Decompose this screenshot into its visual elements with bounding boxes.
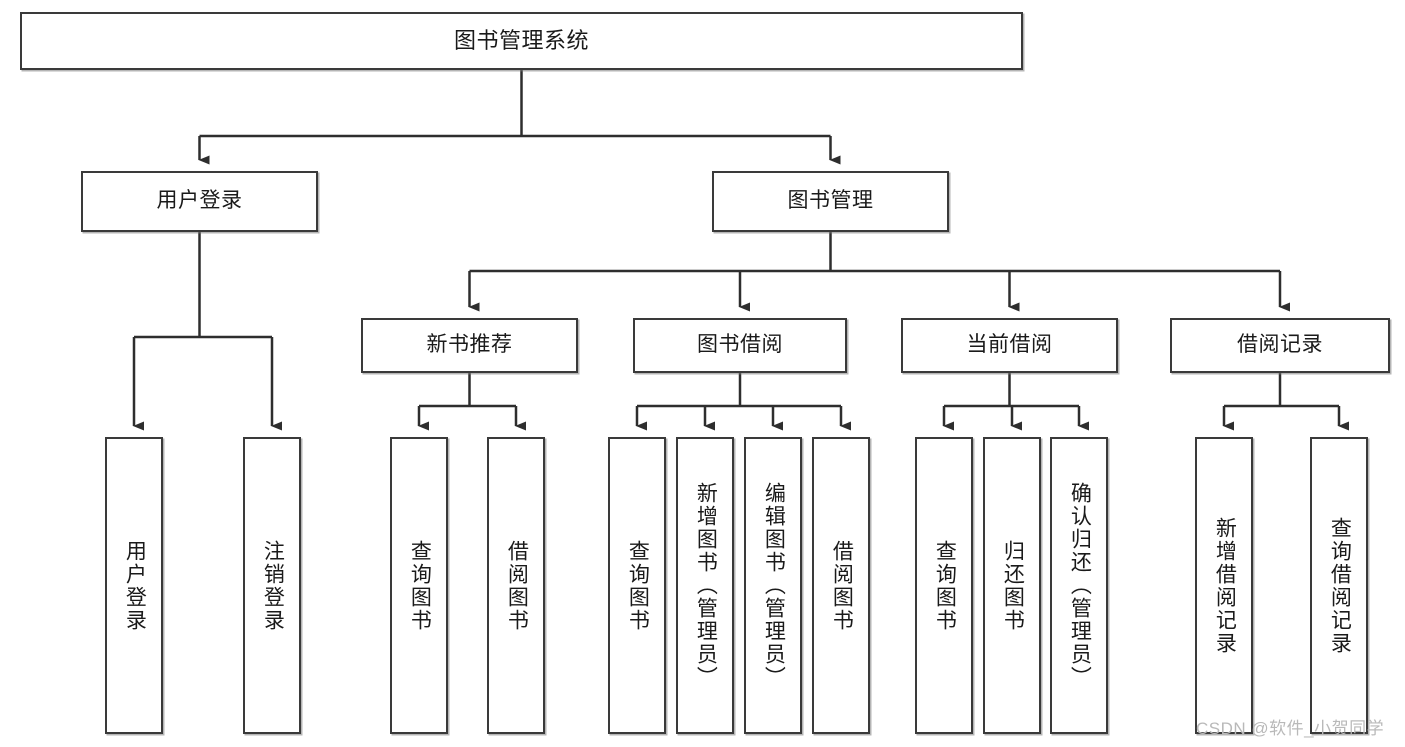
node-label: 借阅图书	[505, 539, 529, 632]
node-label: 用户登录	[156, 189, 243, 213]
node-label: 注销登录	[261, 539, 285, 632]
node-label: 查询图书	[626, 539, 650, 632]
node-book-manage[interactable]: 图书管理	[712, 171, 949, 232]
node-leaf-user-login[interactable]: 用户登录	[105, 437, 163, 734]
node-label: 图书借阅	[697, 333, 783, 357]
node-user-login[interactable]: 用户登录	[81, 171, 318, 232]
node-label: 新书推荐	[426, 333, 513, 357]
node-leaf-add-book[interactable]: 新增图书（管理员）	[676, 437, 734, 734]
node-leaf-logout[interactable]: 注销登录	[243, 437, 301, 734]
node-label: 图书管理系统	[453, 27, 589, 53]
node-label: 借阅图书	[830, 539, 854, 632]
node-book-borrow[interactable]: 图书借阅	[633, 318, 847, 373]
node-label: 编辑图书（管理员）	[762, 482, 786, 689]
node-leaf-query-record[interactable]: 查询借阅记录	[1310, 437, 1368, 734]
node-leaf-confirm-return[interactable]: 确认归还（管理员）	[1050, 437, 1108, 734]
node-label: 新增借阅记录	[1213, 516, 1237, 655]
node-label: 确认归还（管理员）	[1068, 482, 1092, 689]
node-label: 借阅记录	[1237, 333, 1323, 357]
node-label: 查询借阅记录	[1328, 516, 1352, 655]
node-leaf-add-record[interactable]: 新增借阅记录	[1195, 437, 1253, 734]
node-leaf-borrow-book-1[interactable]: 借阅图书	[487, 437, 545, 734]
node-current-borrow[interactable]: 当前借阅	[901, 318, 1118, 373]
node-label: 图书管理	[787, 189, 874, 213]
node-leaf-return-book[interactable]: 归还图书	[983, 437, 1041, 734]
node-leaf-query-book-3[interactable]: 查询图书	[915, 437, 973, 734]
node-root[interactable]: 图书管理系统	[20, 12, 1023, 70]
node-leaf-query-book-2[interactable]: 查询图书	[608, 437, 666, 734]
node-label: 新增图书（管理员）	[694, 482, 718, 689]
node-borrow-record[interactable]: 借阅记录	[1170, 318, 1390, 373]
csdn-watermark: CSDN @软件_小贺同学	[1196, 719, 1385, 738]
node-label: 当前借阅	[966, 333, 1053, 357]
node-new-book-rec[interactable]: 新书推荐	[361, 318, 578, 373]
node-label: 查询图书	[933, 539, 957, 632]
node-leaf-edit-book[interactable]: 编辑图书（管理员）	[744, 437, 802, 734]
node-label: 归还图书	[1001, 539, 1025, 632]
node-leaf-borrow-book-2[interactable]: 借阅图书	[812, 437, 870, 734]
node-label: 查询图书	[408, 539, 432, 632]
node-leaf-query-book-1[interactable]: 查询图书	[390, 437, 448, 734]
node-label: 用户登录	[123, 539, 147, 632]
